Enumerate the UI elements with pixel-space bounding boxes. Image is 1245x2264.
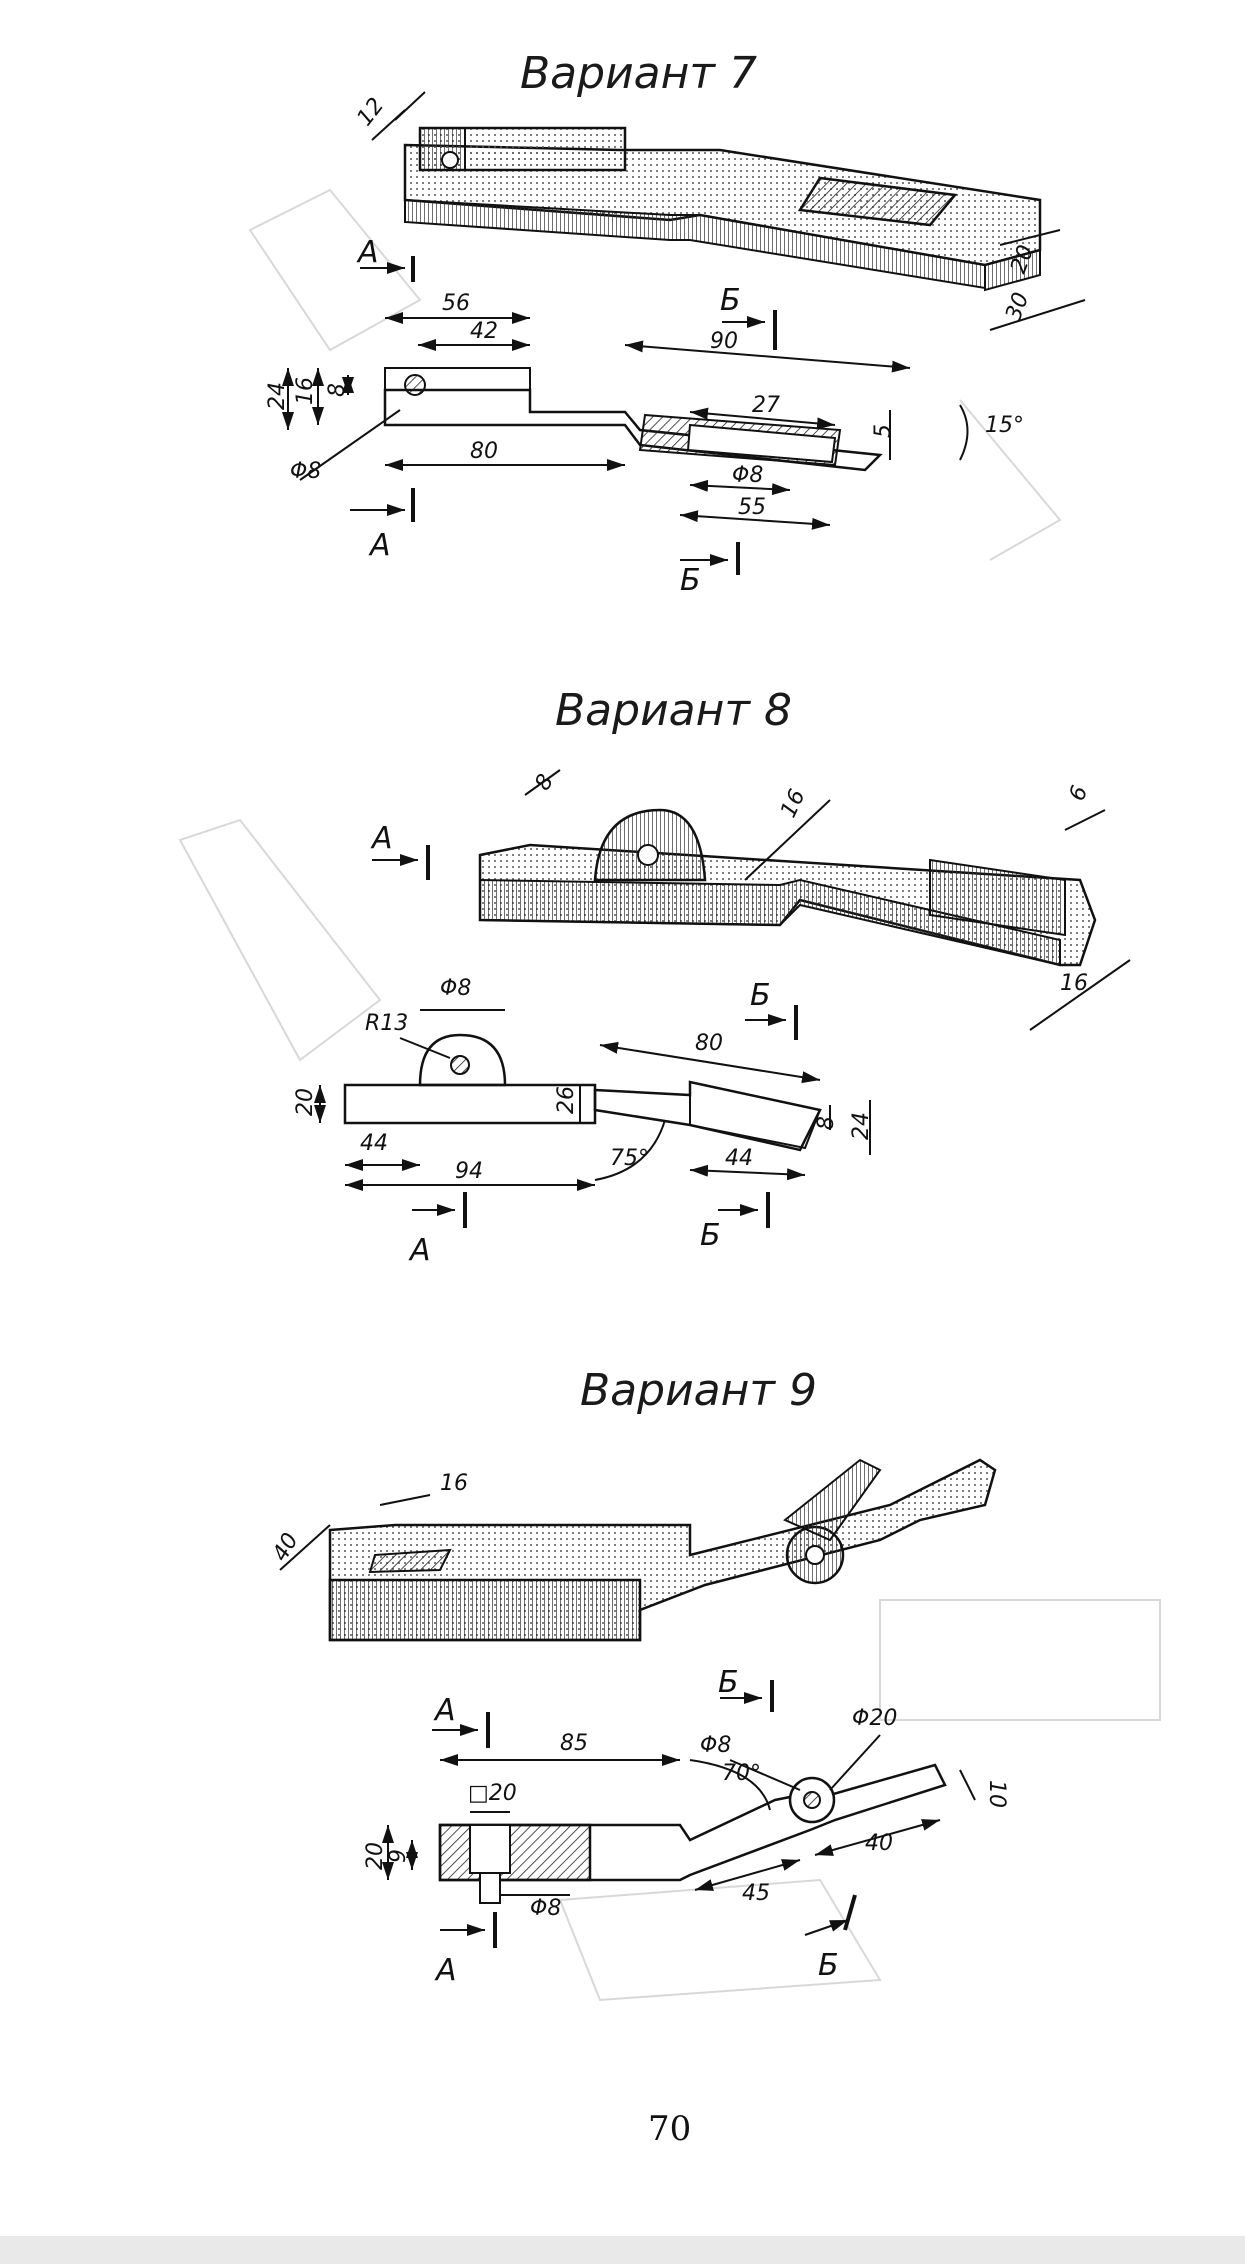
dim-label: Φ8 — [700, 1733, 731, 1758]
dim-label: 26 — [554, 1086, 579, 1114]
dim-label: R13 — [365, 1011, 408, 1036]
section-marker-b-top: Б — [720, 283, 777, 350]
variant-title: Вариант 7 — [520, 48, 757, 99]
section-marker-a-top: А — [432, 1693, 490, 1748]
section-marker-b-top: Б — [745, 978, 798, 1040]
dim-label: 9 — [386, 1849, 411, 1863]
dim-label: 16 — [1060, 971, 1088, 996]
dim-label: 85 — [560, 1731, 588, 1756]
dim-label: 24 — [265, 382, 290, 410]
dim-label: 80 — [470, 439, 498, 464]
section-letter: Б — [818, 1948, 839, 1983]
dim-label: 12 — [352, 93, 389, 130]
dim-label: 42 — [470, 319, 498, 344]
dim-label: 55 — [738, 495, 766, 520]
section-letter: А — [368, 528, 391, 563]
dim-label: 56 — [442, 291, 470, 316]
scan-edge — [0, 2236, 1245, 2264]
section-letter: А — [434, 1953, 457, 1988]
variant-7: Вариант 7 12 20 30 А — [265, 48, 1086, 598]
section-marker-b-top: Б — [718, 1665, 774, 1712]
dim-label: 6 — [1065, 783, 1093, 805]
dim-label: Φ8 — [732, 463, 763, 488]
dim-label: 30 — [1001, 289, 1034, 324]
dim-label: 27 — [752, 393, 780, 418]
section-letter: Б — [718, 1665, 739, 1700]
section-letter: А — [408, 1233, 431, 1268]
dim-label: 40 — [865, 1831, 893, 1856]
dim-label: 10 — [984, 1780, 1009, 1808]
section-letter: Б — [700, 1218, 721, 1253]
dim-label: 16 — [776, 786, 810, 822]
section-marker-b-bottom: Б — [700, 1192, 770, 1253]
page-number: 70 — [648, 2109, 691, 2149]
section-letter: А — [370, 821, 393, 856]
variant-title: Вариант 8 — [555, 685, 792, 736]
isometric-view: 8 16 6 16 — [478, 769, 1131, 1031]
section-letter: Б — [720, 283, 741, 318]
dim-label: 44 — [360, 1131, 388, 1156]
dim-label: 80 — [695, 1031, 723, 1056]
variant-8: Вариант 8 8 16 6 16 А — [293, 685, 1131, 1268]
dim-label: Φ20 — [852, 1706, 897, 1731]
dim-label: Φ8 — [290, 459, 321, 484]
variant-9: Вариант 9 16 40 А 85 — [268, 1365, 1009, 1988]
dim-label: 5 — [871, 424, 896, 438]
dim-label: 75° — [610, 1146, 649, 1171]
variant-title: Вариант 9 — [580, 1365, 817, 1416]
dim-label: 70° — [722, 1761, 761, 1786]
dim-label: 20 — [293, 1088, 318, 1116]
section-letter: Б — [750, 978, 771, 1013]
projection-view: 85 Φ8 Φ20 70° 10 □20 20 9 Φ8 45 40 — [363, 1706, 1009, 1921]
dim-label: Φ8 — [440, 976, 471, 1001]
dim-label: 40 — [268, 1529, 304, 1566]
section-marker-a-bottom: А — [350, 488, 415, 563]
dim-label: 45 — [742, 1881, 770, 1906]
section-letter: Б — [680, 563, 701, 598]
isometric-view: 16 40 — [268, 1458, 997, 1642]
section-marker-a-bottom: А — [408, 1192, 467, 1268]
section-marker-b-bottom: Б — [804, 1894, 857, 1983]
dim-label: 44 — [725, 1146, 753, 1171]
dim-label: 94 — [455, 1159, 483, 1184]
dim-label: 16 — [293, 377, 318, 405]
dim-label: 24 — [849, 1112, 874, 1140]
section-marker-a-bottom: А — [434, 1912, 497, 1988]
dim-label: 16 — [440, 1471, 468, 1496]
dim-label: 90 — [710, 329, 738, 354]
dim-label: 20 — [363, 1842, 388, 1870]
section-marker-a-top: А — [370, 821, 430, 880]
dim-label: 15° — [985, 413, 1024, 438]
section-marker-a-top: А — [356, 235, 415, 282]
isometric-view: 12 20 30 — [352, 91, 1086, 331]
dim-label: 8 — [814, 1116, 839, 1130]
section-letter: А — [356, 235, 379, 270]
dim-label: □20 — [468, 1781, 517, 1806]
dim-label: Φ8 — [530, 1896, 561, 1921]
projection-view: 56 42 90 24 16 8 27 5 15° Φ8 80 Φ8 55 — [265, 291, 1024, 530]
projection-view: Φ8 R13 80 20 26 8 24 44 94 75° 44 — [293, 976, 874, 1191]
section-marker-b-bottom: Б — [680, 542, 740, 598]
dim-label: 8 — [325, 383, 350, 397]
section-letter: А — [433, 1693, 456, 1728]
